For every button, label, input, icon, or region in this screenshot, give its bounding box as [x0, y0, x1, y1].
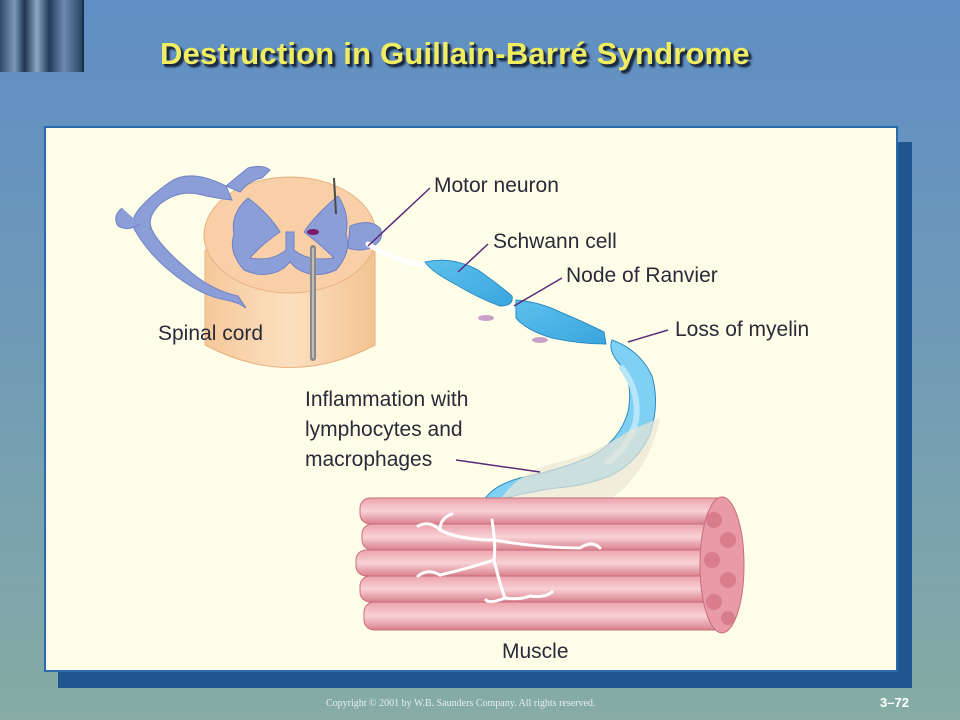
- slide-title: Destruction in Guillain-Barré Syndrome: [160, 36, 750, 71]
- label-schwann-cell: Schwann cell: [493, 230, 617, 253]
- copyright-notice: Copyright © 2001 by W.B. Saunders Compan…: [326, 698, 596, 709]
- label-spinal-cord: Spinal cord: [158, 322, 263, 345]
- leader-lines: [367, 187, 669, 473]
- nerve-terminals: [416, 512, 602, 604]
- publisher-logo: [0, 0, 84, 72]
- label-loss-of-myelin: Loss of myelin: [675, 318, 809, 341]
- slide-number: 3–72: [880, 695, 909, 710]
- label-inflammation-line2: lymphocytes and: [305, 418, 463, 441]
- muscle-bundle: [355, 496, 745, 634]
- inflammation-region: [500, 418, 660, 513]
- label-node-of-ranvier: Node of Ranvier: [566, 264, 718, 287]
- spinal-cord: [115, 165, 383, 368]
- label-inflammation-line3: macrophages: [305, 448, 432, 471]
- label-motor-neuron: Motor neuron: [434, 174, 559, 197]
- label-inflammation-line1: Inflammation with: [305, 388, 468, 411]
- label-muscle: Muscle: [502, 640, 569, 663]
